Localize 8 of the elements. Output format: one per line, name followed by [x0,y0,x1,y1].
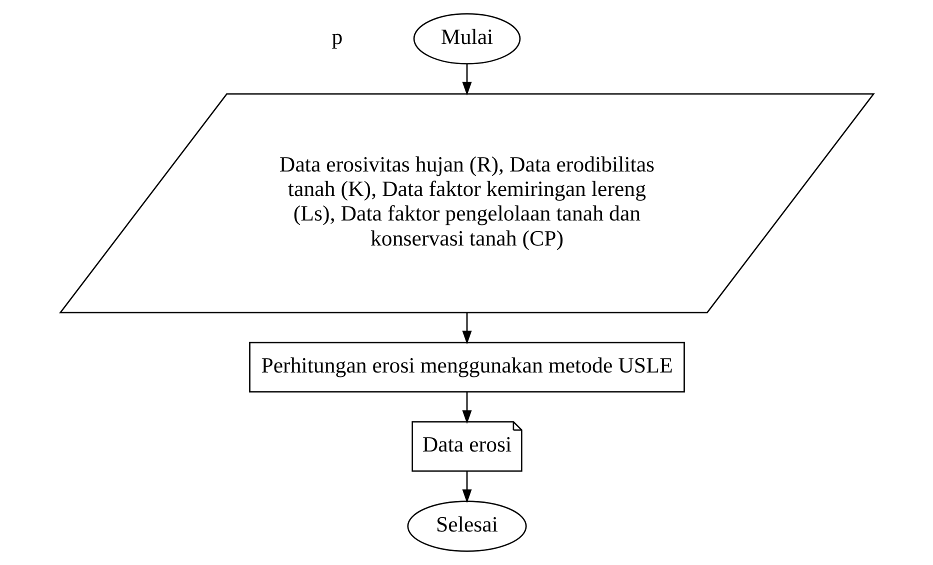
node-box: Perhitungan erosi menggunakan metode USLE [248,342,684,392]
node-ellipse: Mulai [412,13,520,64]
node-ellipse: Selesai [406,500,526,552]
arrow [462,392,472,424]
label: p [331,24,342,49]
arrow [462,64,472,96]
arrow [462,312,472,344]
arrow [462,471,472,503]
